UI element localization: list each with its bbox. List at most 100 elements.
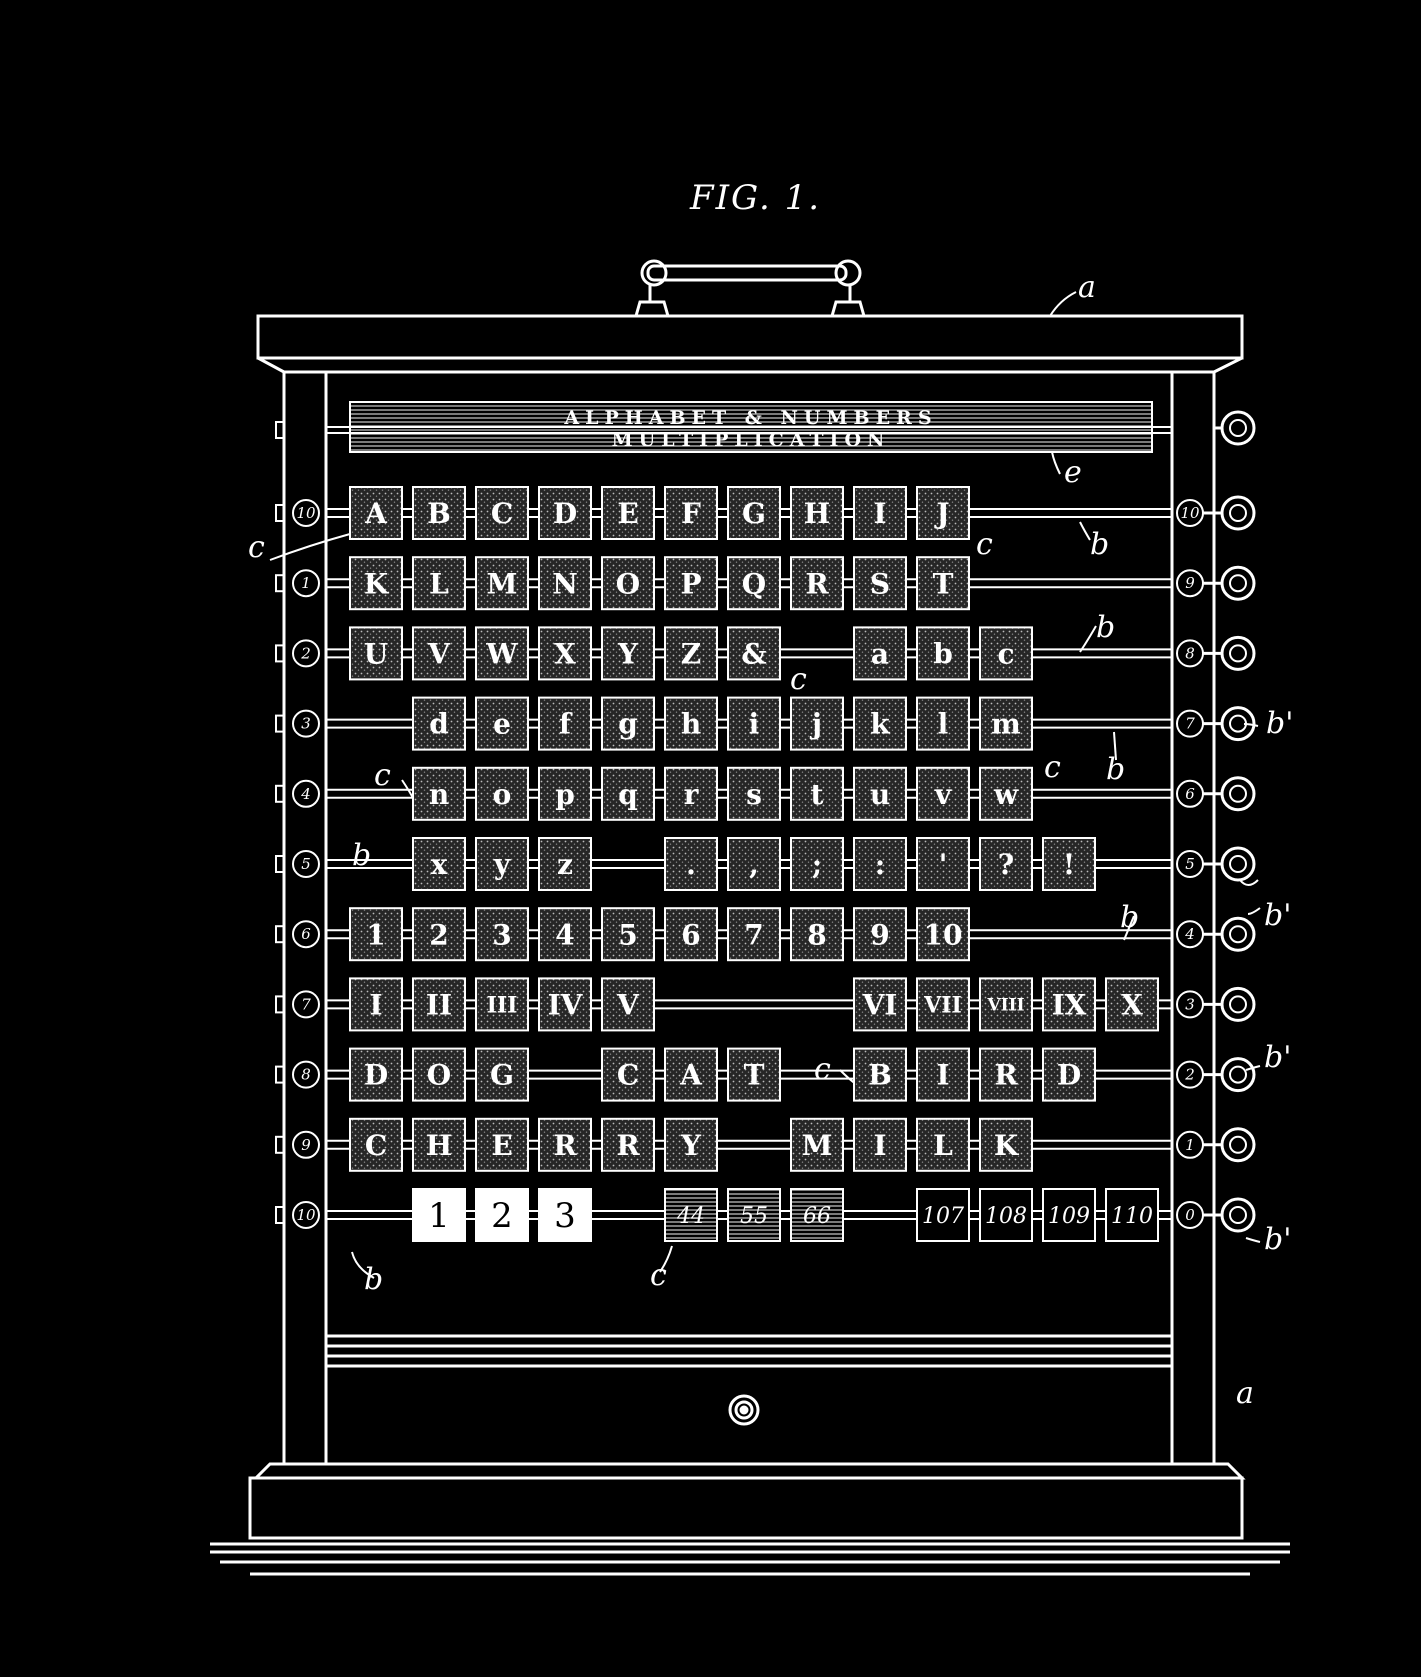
bead-label: I [873, 1129, 886, 1162]
row-number-left-circle [292, 709, 320, 738]
row-number-left-circle [292, 920, 320, 949]
row-number-left: 10 [296, 1206, 316, 1224]
bead-block [979, 1047, 1033, 1102]
ref-label-a-top: a [1078, 270, 1096, 305]
bead-label: T [744, 1059, 765, 1092]
bead-label: . [686, 848, 696, 881]
row-number-left: 10 [296, 504, 316, 522]
bead-label: C [491, 497, 513, 530]
row-number-right: 8 [1185, 644, 1195, 662]
bead-label: v [934, 778, 952, 811]
bead-block [412, 907, 466, 962]
ref-label-b-2: b [1096, 610, 1116, 645]
row-number-right: 5 [1185, 855, 1195, 873]
bead-label: T [933, 567, 954, 600]
rod-knob [1203, 635, 1256, 671]
bead-block [979, 1117, 1033, 1172]
bead-block [853, 556, 907, 611]
bead-block [916, 626, 970, 681]
bead-block [727, 1188, 781, 1242]
bead-block [853, 1117, 907, 1172]
bead-block [538, 977, 592, 1032]
bead-label: ? [998, 848, 1014, 881]
bead-label: 110 [1111, 1204, 1153, 1229]
bead-label: E [617, 497, 638, 530]
bead-label: VI [862, 988, 898, 1021]
bead-block [727, 766, 781, 821]
bead-block [727, 626, 781, 681]
drawer [728, 1394, 760, 1426]
bead-label: 44 [676, 1204, 705, 1229]
bead-block [601, 696, 655, 751]
bead-label: ' [939, 848, 948, 881]
leader-lines [269, 291, 1261, 1279]
ref-label-a-bottom: a [1236, 1376, 1254, 1411]
bead-label: IV [548, 988, 584, 1021]
row-number-right: 6 [1185, 785, 1195, 803]
bead-label: 108 [985, 1204, 1027, 1229]
bead-label: H [426, 1129, 452, 1162]
rod-knob-top [1214, 410, 1256, 446]
rod-knob [1203, 706, 1256, 742]
bead-label: Y [617, 637, 639, 670]
bead-block [412, 486, 466, 540]
bead-label: o [493, 778, 512, 811]
bead-label: M [487, 567, 518, 600]
bead-block [790, 486, 844, 540]
ref-label-b-1: b [1090, 527, 1110, 562]
row-number-left: 7 [301, 995, 311, 1013]
row-number-left-circle [292, 639, 320, 668]
rod-knob [1203, 846, 1256, 882]
bead-label: b [933, 637, 953, 670]
bead-block [538, 907, 592, 962]
row-number-left: 3 [301, 715, 311, 733]
bead-block [601, 766, 655, 821]
bead-block [538, 837, 592, 891]
bead-block [727, 556, 781, 611]
bead-block [727, 1047, 781, 1102]
bead-block [664, 1117, 718, 1172]
bead-block [349, 1047, 403, 1102]
bead-block [790, 1188, 844, 1242]
bead-label: q [618, 778, 638, 811]
bead-label: A [679, 1059, 703, 1092]
bead-label: I [369, 988, 382, 1021]
bead-block [664, 486, 718, 540]
base [210, 1462, 1290, 1576]
bead-block [1042, 1047, 1096, 1102]
bead-block [1105, 1188, 1159, 1242]
bead-block [412, 766, 466, 821]
bead-block [916, 696, 970, 751]
bead-label: ; [812, 848, 822, 881]
bead-block [601, 977, 655, 1032]
bead-block [475, 626, 529, 681]
bead-label: 7 [744, 918, 763, 951]
row-number-right: 4 [1184, 925, 1195, 943]
bead-block [790, 907, 844, 962]
bead-block [412, 696, 466, 751]
bead-label: u [870, 778, 890, 811]
bead-label: p [555, 778, 575, 811]
ref-label-c-1: c [248, 530, 265, 565]
ref-label-b-prime-4: b' [1264, 1222, 1292, 1257]
bead-label: m [991, 708, 1021, 741]
bead-block [412, 556, 466, 611]
bead-block [979, 626, 1033, 681]
bead-label: 55 [740, 1204, 768, 1229]
ref-label-c-2: c [976, 527, 993, 562]
bead-block [853, 1047, 907, 1102]
row-number-left: 2 [300, 644, 311, 662]
bead-label: J [933, 497, 949, 530]
bead-label: V [616, 988, 640, 1021]
bead-block [916, 1047, 970, 1102]
row-number-right: 2 [1184, 1066, 1195, 1084]
bead-block [538, 1188, 592, 1242]
bead-label: L [429, 567, 449, 600]
bead-block [349, 977, 403, 1032]
